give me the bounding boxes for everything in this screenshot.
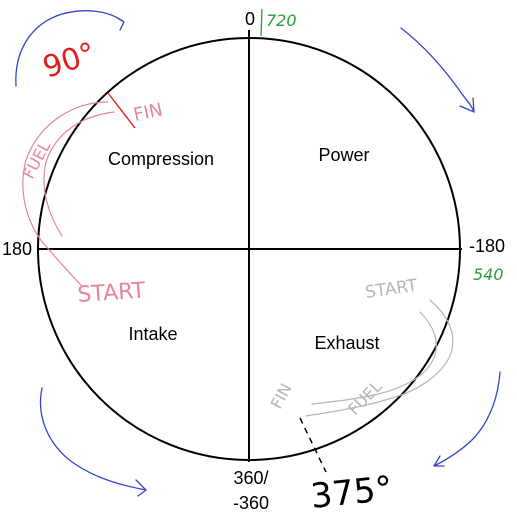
quadrant-exhaust: Exhaust <box>314 333 379 353</box>
pink-start: START <box>77 278 147 308</box>
blue-arrows <box>15 10 501 497</box>
red-angle-90: 90° <box>39 36 100 86</box>
pink-fin: FIN <box>132 99 165 126</box>
quadrant-intake: Intake <box>128 324 177 344</box>
angle-label-left: 180 <box>2 239 32 259</box>
green-divider <box>260 8 263 37</box>
gray-start: START <box>364 276 419 303</box>
green-note-720: 720 <box>266 11 297 30</box>
bottom-angle-375: 375° <box>309 469 395 517</box>
blue-arrow-top-left <box>15 10 125 87</box>
quadrant-power: Power <box>318 145 369 165</box>
green-note-540: 540 <box>473 265 504 284</box>
angle-label-bottom-line2: -360 <box>233 493 269 513</box>
quadrant-compression: Compression <box>108 149 214 169</box>
gray-stroke <box>305 299 454 417</box>
bottom-dashed-tick <box>299 417 327 473</box>
blue-arrow-bottom-left <box>39 387 147 497</box>
pink-stroke <box>22 101 109 287</box>
bottom-note: 375° <box>299 417 395 517</box>
pink-stroke-inner <box>43 111 115 237</box>
gray-fin: FIN <box>267 380 296 412</box>
angle-label-bottom-line1: 360/ <box>233 468 268 488</box>
gray-stroke-inner <box>311 311 437 405</box>
gray-fuel: FUEL <box>344 377 385 419</box>
blue-arrow-bottom-right <box>433 371 501 467</box>
pink-fuel: FUEL <box>19 138 55 182</box>
angle-label-right: -180 <box>469 236 505 256</box>
red-tick <box>107 92 136 129</box>
angle-label-top: 0 <box>245 9 255 29</box>
blue-arrow-top-right <box>400 27 475 113</box>
